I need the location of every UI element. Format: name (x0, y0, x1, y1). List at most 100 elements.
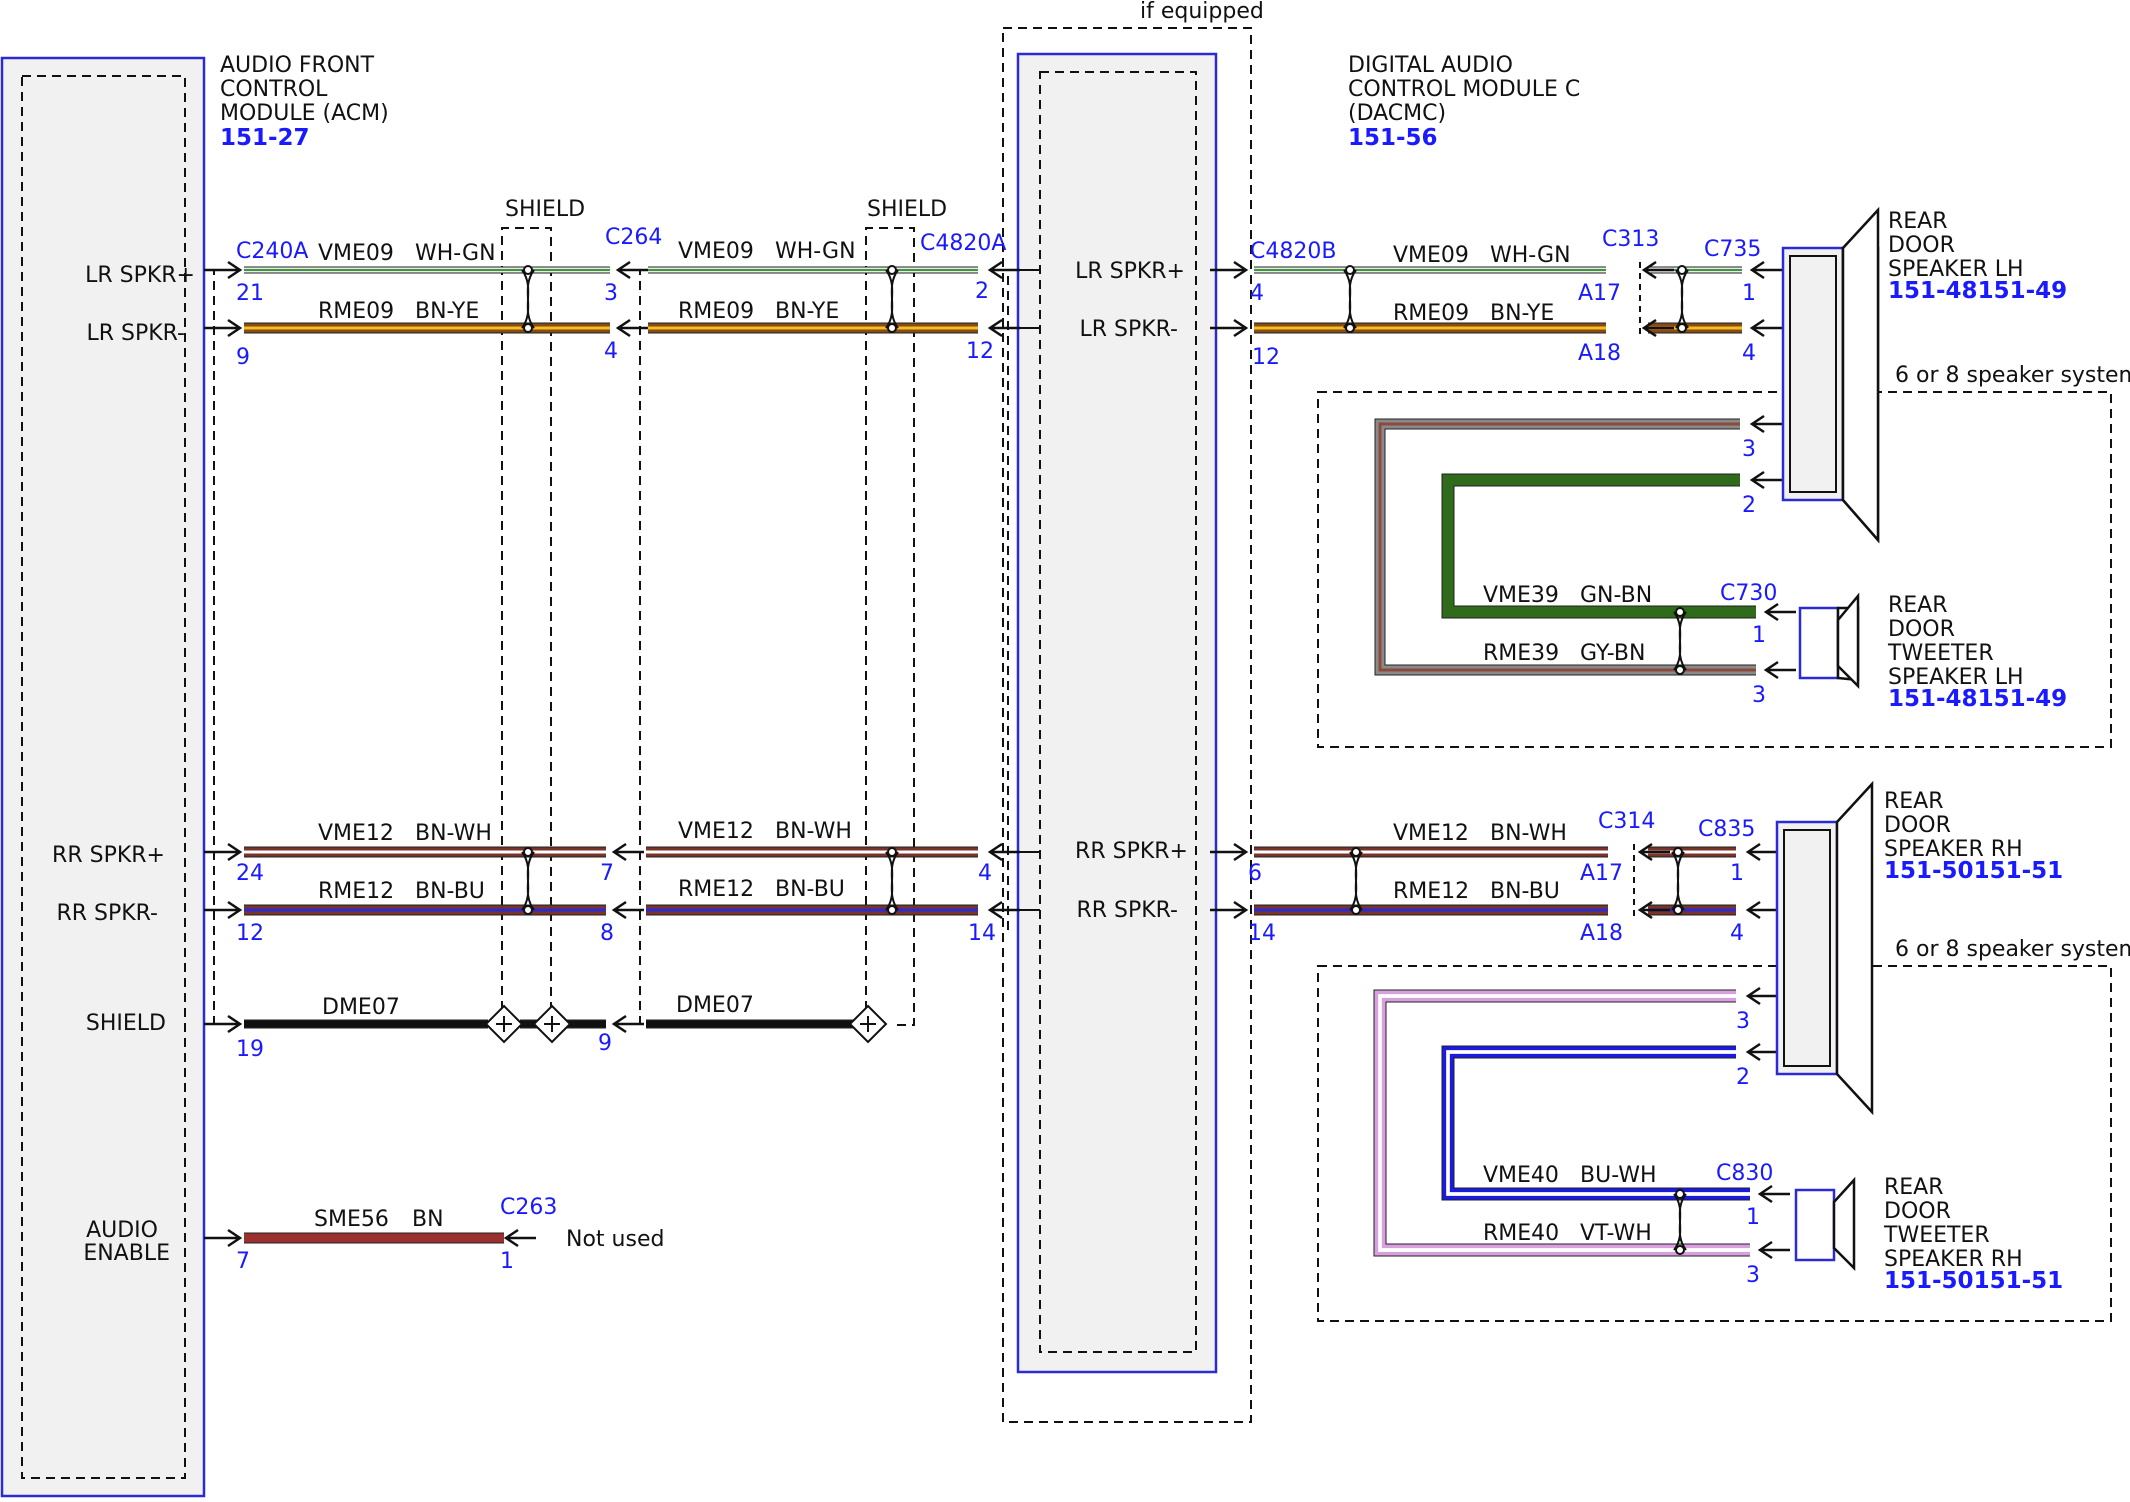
w-dme07-a: DME07 (322, 995, 400, 1020)
pin-24: 24 (236, 861, 264, 886)
w-vme09-c: VME09 (1393, 243, 1469, 268)
c264-arrow-3 (611, 900, 644, 920)
w-vme09-b: VME09 (678, 239, 754, 264)
c264-arrow-1 (615, 318, 648, 338)
lh-door-ref: 151-48151-49 (1888, 278, 2067, 304)
lh-tw-ref: 151-48151-49 (1888, 686, 2067, 712)
pin-4-rh: 4 (1730, 921, 1744, 946)
lh-tw-l1: REAR (1888, 593, 1948, 618)
shield-boxes (213, 227, 2112, 1322)
wire-labels: VME09 WH-GN VME09 WH-GN VME09 WH-GN RME0… (314, 239, 1657, 1252)
twist-3-top (1677, 265, 1687, 275)
w-whgn-c: WH-GN (1490, 243, 1571, 268)
acm-name-3: MODULE (ACM) (220, 101, 389, 126)
c313-arrow-3 (1637, 900, 1670, 920)
pin-21: 21 (236, 281, 264, 306)
drain-0-cross (496, 1016, 512, 1032)
lh-door-l2: DOOR (1888, 233, 1955, 258)
pin-8: 8 (600, 921, 614, 946)
acm-pin-rr-plus: RR SPKR+ (52, 843, 165, 868)
w-rme40: RME40 (1483, 1221, 1559, 1246)
rme40-wire-stripe (1378, 994, 1750, 1252)
pin-3-rhtw: 3 (1746, 1263, 1760, 1288)
speaker-rh-door (1775, 780, 1874, 1116)
not-used-label: Not used (566, 1227, 664, 1252)
rme39-wire-outline (1374, 418, 1756, 676)
c264-arrow-2 (611, 842, 644, 862)
twist-2-bot (1345, 323, 1355, 333)
conn-c735: C735 (1704, 237, 1761, 262)
rh-door-ref: 151-50151-51 (1884, 858, 2063, 884)
w-vme12-c: VME12 (1393, 821, 1469, 846)
acm-pin-shield: SHIELD (86, 1011, 166, 1036)
pin-2-rh: 2 (1736, 1065, 1750, 1090)
spk-arrow-4 (1763, 602, 1796, 622)
rh-tw-l1: REAR (1884, 1175, 1944, 1200)
dacmc-ref: 151-56 (1348, 125, 1438, 151)
dacmc-pin-rr-minus: RR SPKR- (1076, 898, 1178, 923)
pin-9: 9 (236, 345, 250, 370)
twist-9 (1673, 1193, 1687, 1251)
spk-arrow-9 (1745, 1042, 1778, 1062)
w-rme09-b: RME09 (678, 299, 754, 324)
c4820b-arrow-0 (1210, 260, 1249, 280)
twist-0-top (523, 265, 533, 275)
rh-door-l2: DOOR (1884, 813, 1951, 838)
pin-4-c4820a: 4 (978, 861, 992, 886)
c4820a-arrow-3 (987, 900, 1020, 920)
dacmc-pin-labels: LR SPKR+ LR SPKR- RR SPKR+ RR SPKR- (1075, 259, 1188, 923)
twist-8-bot (1673, 905, 1683, 915)
acm-pin-lr-minus: LR SPKR- (86, 321, 185, 346)
w-rme12-b: RME12 (678, 877, 754, 902)
conn-c314: C314 (1598, 809, 1655, 834)
c4820b-arrow-2 (1210, 842, 1249, 862)
pin-1-tw: 1 (1752, 623, 1766, 648)
twist-8-top (1673, 847, 1683, 857)
w-rme09-c: RME09 (1393, 301, 1469, 326)
pin-14-dacmc: 14 (1248, 921, 1276, 946)
w-bn: BN (412, 1207, 444, 1232)
dacmc-name-2: CONTROL MODULE C (1348, 77, 1580, 102)
acm-arrow-2 (204, 842, 243, 862)
w-bnye-c: BN-YE (1490, 301, 1554, 326)
w-whgn-b: WH-GN (775, 239, 856, 264)
twist-1-top (887, 265, 897, 275)
acm-arrow-4 (204, 1014, 243, 1034)
drain-1-cross (544, 1016, 560, 1032)
lh-tw-l4: SPEAKER LH (1888, 665, 2024, 690)
rh-tw-l4: SPEAKER RH (1884, 1247, 2023, 1272)
pin-1-c263: 1 (500, 1249, 514, 1274)
acm-pin-labels: LR SPKR+ LR SPKR- RR SPKR+ RR SPKR- SHIE… (52, 263, 195, 1266)
w-gnbn: GN-BN (1580, 583, 1652, 608)
conn-c4820a: C4820A (920, 231, 1006, 256)
spk-arrow-0 (1749, 260, 1782, 280)
c313-arrow-1 (1641, 318, 1674, 338)
c263-arrow (503, 1228, 536, 1248)
pin-4: 4 (604, 339, 618, 364)
twist-4 (1673, 611, 1687, 671)
pin-3-lh: 3 (1742, 437, 1756, 462)
conn-c240a: C240A (236, 239, 308, 264)
twist-1-bot (887, 323, 897, 333)
option-label-rh: 6 or 8 speaker system (1895, 937, 2130, 962)
twist-9-bot (1675, 1245, 1685, 1255)
acm-module (0, 56, 206, 1498)
c4820b-arrow-1 (1210, 318, 1249, 338)
acm-pin-rr-minus: RR SPKR- (56, 901, 158, 926)
c4820a-arrow-1 (987, 318, 1020, 338)
pin-2: 2 (975, 279, 989, 304)
w-rme39: RME39 (1483, 641, 1559, 666)
spk-arrow-6 (1745, 842, 1778, 862)
dacmc-name-3: (DACMC) (1348, 101, 1446, 126)
speaker-lh-tweeter (1798, 592, 1860, 690)
acm-pin-lr-plus: LR SPKR+ (85, 263, 195, 288)
spk-arrow-1 (1749, 318, 1782, 338)
pin-1-rhtw: 1 (1746, 1205, 1760, 1230)
pin-12: 12 (966, 339, 994, 364)
conn-c830: C830 (1716, 1161, 1773, 1186)
rh-door-l1: REAR (1884, 789, 1944, 814)
twist-6-bot (887, 905, 897, 915)
pin-1-rh: 1 (1730, 861, 1744, 886)
c313-arrow-0 (1641, 260, 1674, 280)
pin-3-rh: 3 (1736, 1009, 1750, 1034)
